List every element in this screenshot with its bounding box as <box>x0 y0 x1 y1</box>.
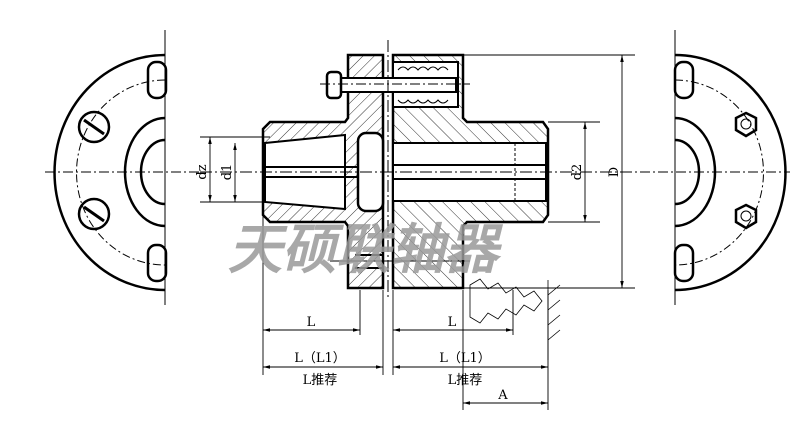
L-left-label: L <box>307 315 316 330</box>
A-label: A <box>497 388 508 403</box>
right-end-view <box>640 30 790 305</box>
L-recommended-left-label: L推荐 <box>303 373 338 388</box>
L-recommended-right-label: L推荐 <box>448 373 483 388</box>
d2-label: d2 <box>570 164 585 181</box>
coupling-section <box>200 40 640 300</box>
watermark: 天硕联轴器 <box>228 218 504 281</box>
dimension-lines <box>200 54 635 410</box>
dz-label: dz <box>195 164 210 179</box>
bolt-removal-sketch <box>469 278 561 360</box>
L-L1-right-label: L（L1） <box>439 351 491 366</box>
L-L1-left-label: L（L1） <box>294 351 346 366</box>
d1-label: d1 <box>220 164 235 181</box>
L-right-label: L <box>448 315 457 330</box>
D-label: D <box>607 167 622 177</box>
left-end-view <box>45 30 200 305</box>
